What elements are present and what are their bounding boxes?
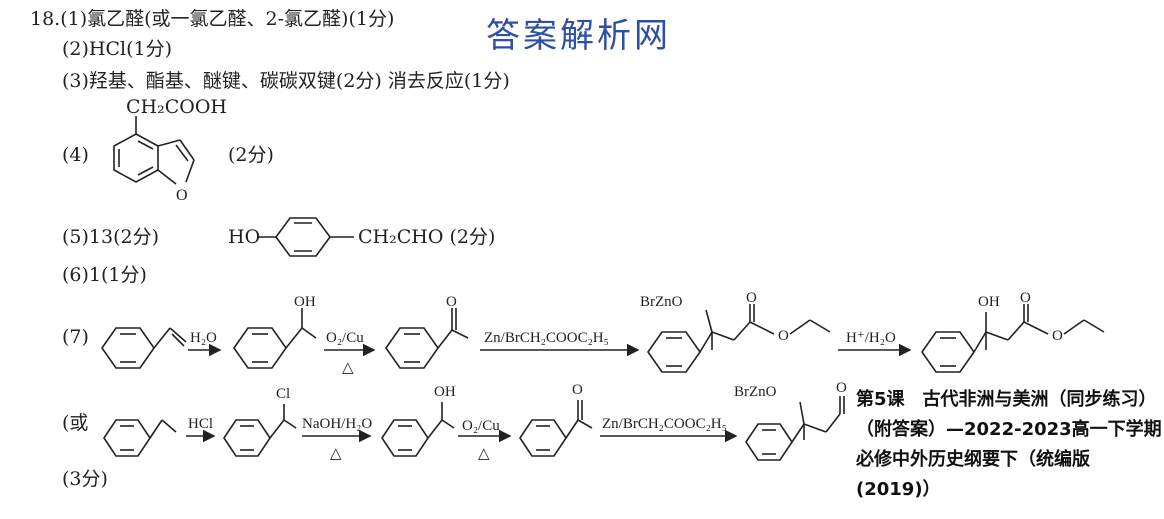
answer-6: (6)1(1分) bbox=[62, 264, 147, 286]
answer-3: (3)羟基、酯基、醚键、碳碳双键(2分) 消去反应(1分) bbox=[62, 70, 510, 92]
overlay-title: 第5课 古代非洲与美洲（同步练习）（附答案）—2022-2023高一下学期必修中… bbox=[856, 389, 1162, 500]
reagent-acid-water: H⁺/H₂O bbox=[846, 330, 896, 346]
label-o: O bbox=[446, 294, 457, 310]
reagent-zn-ester-2: Zn/BrCH₂COOC₂H₅ bbox=[602, 416, 727, 432]
condition-heat: △ bbox=[342, 360, 354, 376]
reagent-zn-ester: Zn/BrCH₂COOC₂H₅ bbox=[484, 330, 609, 346]
answer-5-formula: CH₂CHO (2分) bbox=[358, 226, 496, 248]
condition-heat-3: △ bbox=[478, 446, 490, 462]
label-oh: OH bbox=[294, 294, 316, 310]
reagent-o2-cu: O₂/Cu bbox=[326, 330, 364, 346]
label-carbonyl-o: O bbox=[746, 290, 757, 306]
label-o-2: O bbox=[572, 382, 583, 398]
reagent-naoh: NaOH/H₂O bbox=[302, 416, 372, 432]
label-final-ester-o: O bbox=[1052, 328, 1063, 344]
answer-4-score: (2分) bbox=[228, 144, 274, 166]
synthesis-scheme-1: H₂O OH O₂/Cu △ O Zn/BrCH₂COOC₂H₅ BrZnO O… bbox=[101, 290, 1105, 376]
label-o-3: O bbox=[836, 380, 847, 396]
reagent-o2-cu-2: O₂/Cu bbox=[462, 418, 500, 434]
final-score: (3分) bbox=[62, 468, 108, 490]
label-brzno: BrZnO bbox=[640, 294, 683, 310]
label-final-oh: OH bbox=[978, 294, 1000, 310]
phenol-ring bbox=[258, 217, 354, 257]
answer-5: (5)13(2分) bbox=[62, 226, 160, 248]
label-final-o: O bbox=[1020, 290, 1031, 306]
answer-2: (2)HCl(1分) bbox=[62, 38, 173, 60]
synthesis-scheme-2: HCl Cl NaOH/H₂O △ OH O₂/Cu △ O Zn/BrCH₂C… bbox=[103, 380, 847, 462]
label-cl: Cl bbox=[276, 386, 290, 402]
reagent-water: H₂O bbox=[190, 330, 217, 346]
alternative-label: (或 bbox=[62, 412, 89, 434]
oxygen-atom: O bbox=[176, 187, 188, 204]
watermark: 答案解析网 bbox=[486, 16, 671, 56]
label-brzno-2: BrZnO bbox=[734, 384, 777, 400]
answer-4-substituent: CH₂COOH bbox=[126, 96, 227, 118]
answer-4-label: (4) bbox=[62, 144, 89, 166]
label-oh-2: OH bbox=[434, 384, 456, 400]
reagent-hcl: HCl bbox=[188, 416, 213, 432]
benzofuran-structure: O bbox=[113, 116, 195, 204]
label-ester-o: O bbox=[778, 328, 789, 344]
answer-7-label: (7) bbox=[62, 326, 89, 348]
answer-1: 18.(1)氯乙醛(或一氯乙醛、2-氯乙醛)(1分) bbox=[30, 8, 395, 30]
condition-heat-2: △ bbox=[330, 446, 342, 462]
answer-5-ho: HO bbox=[228, 226, 261, 248]
